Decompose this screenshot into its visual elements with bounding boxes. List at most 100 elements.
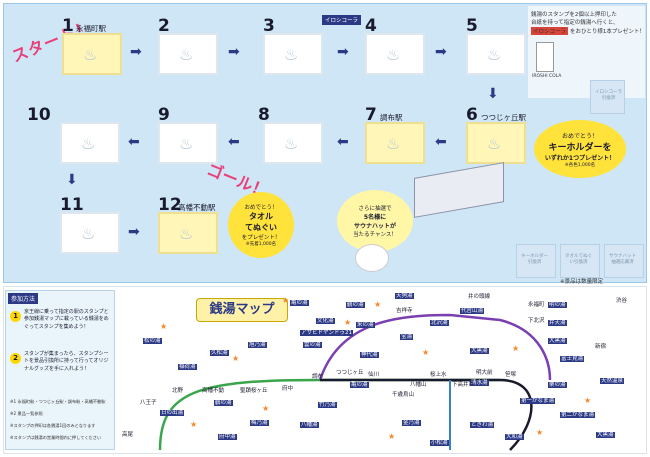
bath-label[interactable]: 小松湯 [430,440,449,446]
step-number-1: 1 [62,16,74,36]
bath-label[interactable]: 松の湯 [143,338,162,344]
bath-label[interactable]: 府中湯 [218,434,237,440]
info-line2: 台紙を持って指定の銭湯へ行くと、 [531,20,619,26]
stamp-cell-2[interactable]: ♨ [158,33,218,75]
bath-label[interactable]: アサヒドヤンドゥ21 [300,330,353,336]
hot-spring-icon: ♨ [83,45,98,64]
star-icon: ★ [262,404,270,413]
station-label: 下北沢 [528,318,545,324]
bath-label[interactable]: 旭乃湯 [248,342,267,348]
step-number-10: 10 [27,105,51,125]
cola-bottle-icon [536,42,554,72]
bath-label[interactable]: 富士見湯 [560,356,585,362]
stamp-cell-5[interactable]: ♨ [466,33,526,75]
bath-label[interactable]: 天狗湯 [395,293,414,299]
bath-label[interactable]: 代官山湯 [460,308,485,314]
bath-label[interactable]: 宝湯 [400,334,414,340]
stamp-cell-9[interactable]: ♨ [158,122,218,164]
bath-label[interactable]: 清水湯 [470,380,489,386]
station-label: 調布 [312,374,324,380]
bath-label[interactable]: 梅乃湯 [250,420,269,426]
bath-label[interactable]: 明の湯 [548,302,567,308]
bath-label[interactable]: 第一かなま湯 [520,398,556,404]
stamp-cell-1[interactable]: ♨ [62,33,122,75]
stamp-cell-6[interactable]: ♨ [466,122,526,164]
bath-label[interactable]: 大黒湯 [470,348,489,354]
star-icon: ★ [584,396,592,405]
bath-label[interactable]: 亀の湯 [290,300,309,306]
mascot-dog-icon [355,244,389,272]
towel-redeemed-slot[interactable]: タオルてぬぐい引換済 [560,244,600,278]
arrow-down-icon: ⬇ [66,172,78,188]
bath-label[interactable]: 天然温泉 [600,378,625,384]
bath-label[interactable]: 雲の湯 [303,342,322,348]
step-number-7: 7 [365,105,377,125]
sauna-prize-bubble: さらに抽選で 5名様に サウナハットが 当たるチャンス！ [337,190,413,252]
bath-label[interactable]: 日の出湯 [160,410,185,416]
bath-label[interactable]: 大黒湯 [596,432,615,438]
station-label: 新宿 [595,344,607,350]
stamp-cell-8[interactable]: ♨ [263,122,323,164]
info-line1: 銭湯のスタンプを2個以上押印した [531,12,617,18]
step-number-12: 12 [158,195,182,215]
bath-label[interactable]: 鶴の湯 [346,302,365,308]
bath-label[interactable]: 金乃湯 [402,420,421,426]
stamp-cell-10[interactable]: ♨ [60,122,120,164]
stamp-cell-3[interactable]: ♨ [263,33,323,75]
hot-spring-icon: ♨ [386,134,401,153]
station-label: 北野 [172,388,184,394]
bath-label[interactable]: 神代湯 [360,352,379,358]
hot-spring-icon: ♨ [487,45,502,64]
sauna-entry-slot[interactable]: サウナハット抽選応募済 [604,244,644,278]
keyholder-prize-bubble: おめでとう！ キーホルダーを いずれか1つプレゼント！ ※各色1,000名 [534,120,626,178]
stamp-cell-11[interactable]: ♨ [60,212,120,254]
station-label: 桜上水 [430,372,447,378]
keyholder-title: キーホルダーを [548,142,612,153]
arrow-left-icon: ⬅ [128,134,140,150]
bath-label[interactable]: 北沢湯 [430,320,449,326]
towel-desc: をプレゼント！ [241,235,281,241]
bath-label[interactable]: 鶴の湯 [214,400,233,406]
arrow-left-icon: ⬅ [435,134,447,150]
arrow-right-icon: ➡ [128,224,140,240]
step-number-4: 4 [365,16,377,36]
stamp-cell-12[interactable]: ♨ [158,212,218,254]
bath-label[interactable]: 稲荷湯 [178,364,197,370]
bath-label[interactable]: 亀の湯 [350,382,369,388]
cola-redeemed-slot[interactable]: イロシコーラ引換済 [590,80,625,114]
bath-label[interactable]: 八幡湯 [300,422,319,428]
keyholder-congrats: おめでとう！ [561,132,598,140]
arrow-left-icon: ⬅ [228,134,240,150]
bath-label[interactable]: 久松湯 [210,350,229,356]
step-station-12: 高幡不動駅 [178,203,216,212]
bath-label[interactable]: 大黒湯 [548,338,567,344]
bath-label[interactable]: 栗の湯 [548,382,567,388]
step-number-8: 8 [258,105,270,125]
station-label: 井の頭線 [468,294,491,300]
cola-brand: IROSHI COLA [532,74,562,79]
bath-label[interactable]: 米の湯 [356,322,375,328]
towel-prize-bubble: おめでとう！ タオル てぬぐい をプレゼント！ ※先着1,000名 [228,192,294,258]
arrow-right-icon: ➡ [435,44,447,60]
bath-label[interactable]: 竹乃湯 [318,402,337,408]
hot-spring-icon: ♨ [81,224,96,243]
stamp-cell-7[interactable]: ♨ [365,122,425,164]
station-label: 渋谷 [616,298,628,304]
hot-spring-icon: ♨ [284,45,299,64]
station-label: つつじヶ丘 [336,370,364,376]
arrow-down-icon: ⬇ [487,86,499,102]
hot-spring-icon: ♨ [179,224,194,243]
bath-label[interactable]: 大和湯 [505,434,524,440]
stamp-cell-4[interactable]: ♨ [365,33,425,75]
keyholder-redeemed-slot[interactable]: キーホルダー引換済 [516,244,556,278]
bath-label[interactable]: 文化湯 [316,318,335,324]
towel-congrats: おめでとう！ [244,205,278,211]
hot-spring-icon: ♨ [386,45,401,64]
star-icon: ★ [422,348,430,357]
howto-note-1: ※1 永福町駅・つつじヶ丘駅・調布駅・高幡不動駅 [10,399,106,404]
bath-label[interactable]: 第二かなま湯 [560,412,596,418]
bath-label[interactable]: ときわ湯 [470,422,495,428]
green-line-segment [158,378,500,451]
bath-label[interactable]: 弁天湯 [548,320,567,326]
